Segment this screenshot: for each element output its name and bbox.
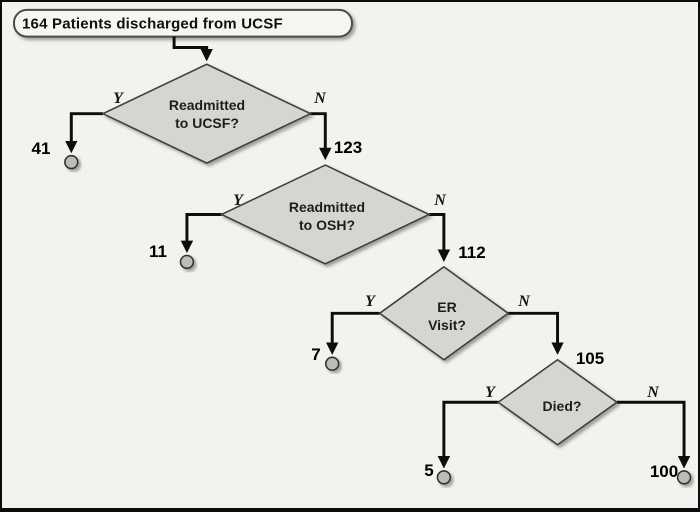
connector-q4-yes	[437, 400, 499, 469]
terminal-circle-5	[436, 470, 452, 485]
decision-diamond-er-visit	[378, 265, 510, 361]
terminal-circle-100	[676, 470, 692, 485]
connector-title-to-q1	[172, 36, 213, 62]
terminal-circle-11	[179, 254, 195, 270]
decision-diamond-readmitted-osh	[219, 164, 431, 265]
terminal-circle-7	[324, 356, 340, 371]
connector-q2-yes	[180, 212, 222, 254]
connector-q1-yes	[65, 112, 103, 154]
connector-q4-no	[616, 400, 691, 469]
connector-q3-no	[508, 311, 564, 355]
decision-diamond-died	[496, 358, 619, 446]
terminal-circle-41	[64, 154, 79, 170]
decision-diamond-readmitted-ucsf	[101, 63, 313, 164]
connector-q1-no	[310, 112, 332, 161]
connector-q3-yes	[325, 311, 380, 355]
connector-q2-no	[429, 212, 451, 262]
title-box-shape	[12, 8, 353, 38]
